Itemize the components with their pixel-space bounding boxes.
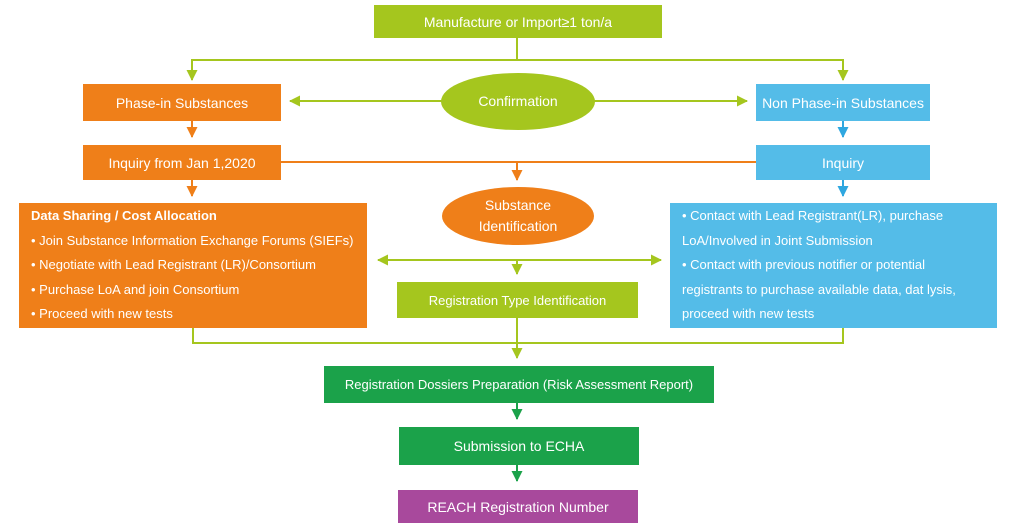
- data-sharing-bullet: • Negotiate with Lead Registrant (LR)/Co…: [31, 257, 316, 273]
- node-non-phase-in-substances: Non Phase-in Substances: [756, 84, 930, 121]
- node-inquiry-from-jan: Inquiry from Jan 1,2020: [83, 145, 281, 180]
- node-label: Phase-in Substances: [115, 94, 249, 111]
- node-label: Manufacture or Import≥1 ton/a: [423, 13, 613, 30]
- node-label: Confirmation: [478, 93, 558, 109]
- contact-line: proceed with new tests: [682, 306, 815, 322]
- node-registration-type-identification: Registration Type Identification: [397, 282, 638, 318]
- contact-line: • Contact with previous notifier or pote…: [682, 257, 926, 273]
- node-label: Registration Type Identification: [428, 292, 607, 308]
- data-sharing-title: Data Sharing / Cost Allocation: [31, 208, 217, 224]
- contact-line: • Contact with Lead Registrant(LR), purc…: [682, 208, 944, 224]
- node-label: Registration Dossiers Preparation (Risk …: [344, 377, 694, 392]
- node-dossiers-preparation: Registration Dossiers Preparation (Risk …: [324, 366, 714, 403]
- node-label: Inquiry from Jan 1,2020: [108, 154, 256, 171]
- node-label: Non Phase-in Substances: [762, 94, 924, 111]
- node-data-sharing-cost-allocation: Data Sharing / Cost Allocation • Join Su…: [19, 203, 367, 328]
- data-sharing-bullet: • Join Substance Information Exchange Fo…: [31, 232, 354, 248]
- node-submission-to-echa: Submission to ECHA: [399, 427, 639, 465]
- node-label: Inquiry: [821, 154, 865, 171]
- node-substance-identification: Substance Identification: [442, 187, 594, 245]
- contact-line: registrants to purchase available data, …: [682, 281, 956, 297]
- node-phase-in-substances: Phase-in Substances: [83, 84, 281, 121]
- node-contact-lead-registrant: • Contact with Lead Registrant(LR), purc…: [670, 203, 997, 328]
- node-label-line2: Identification: [478, 218, 558, 234]
- data-sharing-bullet: • Purchase LoA and join Consortium: [31, 281, 240, 297]
- node-label: REACH Registration Number: [427, 498, 609, 515]
- node-confirmation: Confirmation: [441, 73, 595, 130]
- node-label: Submission to ECHA: [453, 438, 585, 454]
- node-label-line1: Substance: [484, 197, 552, 213]
- node-reach-registration-number: REACH Registration Number: [398, 490, 638, 523]
- node-manufacture-import: Manufacture or Import≥1 ton/a: [374, 5, 662, 38]
- node-inquiry: Inquiry: [756, 145, 930, 180]
- data-sharing-bullet: • Proceed with new tests: [31, 306, 173, 322]
- contact-line: LoA/Involved in Joint Submission: [682, 232, 873, 248]
